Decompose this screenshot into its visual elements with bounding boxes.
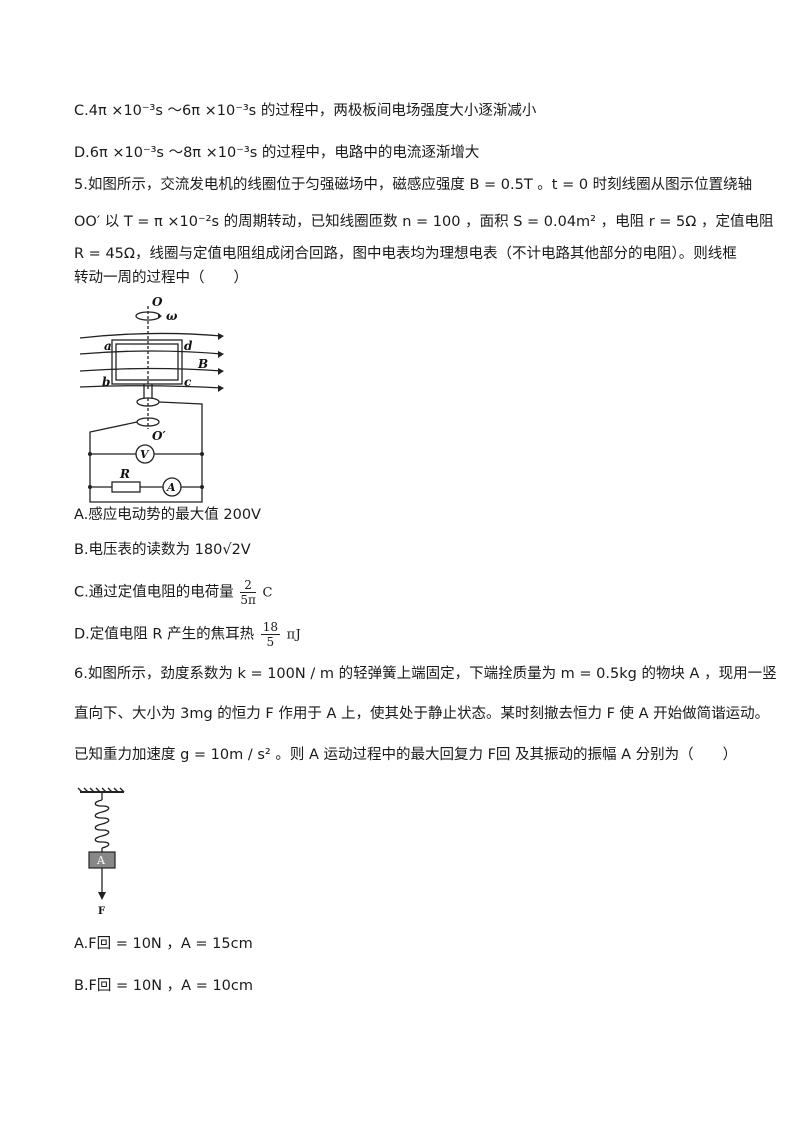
q4-option-d: D.6π ×10⁻³s ～8π ×10⁻³s 的过程中，电路中的电流逐渐增大	[74, 145, 480, 161]
q5-option-c-fraction: 2 5π	[240, 578, 256, 607]
force-f-label: F	[98, 906, 105, 917]
block-a-label: A	[96, 854, 106, 867]
voltmeter-label: V	[140, 448, 150, 461]
q6-stem-line1: 6.如图所示，劲度系数为 k = 100N / m 的轻弹簧上端固定，下端拴质量…	[74, 666, 777, 682]
q6-option-a: A.F回 = 10N ，A = 15cm	[74, 936, 253, 952]
generator-circuit-figure: O ω a d B b c O′ V R A	[72, 294, 232, 504]
q5-option-d-fraction: 18 5	[260, 620, 280, 649]
spring-block-figure: A F	[72, 786, 132, 918]
ammeter-label: A	[166, 481, 176, 494]
coil-corner-a-label: a	[104, 339, 112, 353]
q5-stem-line1: 5.如图所示，交流发电机的线圈位于匀强磁场中，磁感应强度 B = 0.5T 。t…	[74, 177, 753, 193]
q5-option-a: A.感应电动势的最大值 200V	[74, 507, 261, 523]
q6-stem-line2: 直向下、大小为 3mg 的恒力 F 作用于 A 上，使其处于静止状态。某时刻撤去…	[74, 706, 770, 722]
q6-stem-line3: 已知重力加速度 g = 10m / s² 。则 A 运动过程中的最大回复力 F回…	[74, 747, 738, 763]
axis-o-prime-label: O′	[152, 429, 166, 443]
coil-corner-c-label: c	[184, 375, 192, 389]
q5-option-d: D.定值电阻 R 产生的焦耳热 18 5 πJ	[74, 620, 302, 649]
resistor-label: R	[119, 467, 130, 481]
q5-option-c: C.通过定值电阻的电荷量 2 5π C	[74, 578, 273, 607]
coil-corner-b-label: b	[102, 375, 110, 389]
field-b-label: B	[197, 357, 208, 371]
q5-stem-line2: OO′ 以 T = π ×10⁻²s 的周期转动，已知线圈匝数 n = 100 …	[74, 214, 774, 230]
q6-option-b: B.F回 = 10N ，A = 10cm	[74, 978, 254, 994]
q5-stem-line3: R = 45Ω，线圈与定值电阻组成闭合回路，图中电表均为理想电表（不计电路其他部…	[74, 246, 737, 262]
axis-o-label: O	[152, 295, 163, 309]
q5-option-b: B.电压表的读数为 180√2V	[74, 542, 251, 558]
omega-label: ω	[166, 309, 178, 323]
coil-corner-d-label: d	[184, 339, 193, 353]
q4-option-c: C.4π ×10⁻³s ～6π ×10⁻³s 的过程中，两极板间电场强度大小逐渐…	[74, 103, 537, 119]
q5-stem-line4: 转动一周的过程中（ ）	[74, 270, 248, 286]
